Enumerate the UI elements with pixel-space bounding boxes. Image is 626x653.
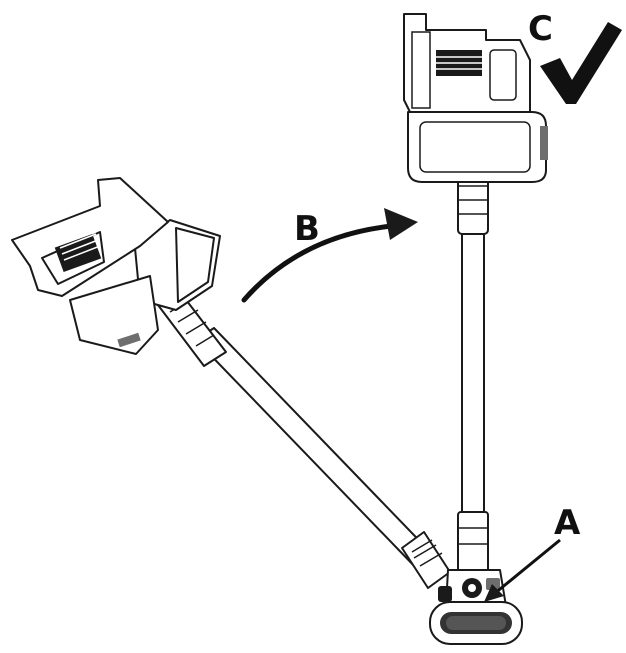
- floor-head: [429, 569, 523, 645]
- tilted-vacuum: [11, 177, 451, 589]
- callout-c: C: [528, 9, 553, 49]
- upright-grip-slots: [436, 50, 482, 76]
- callout-b: B: [294, 209, 320, 249]
- upright-motor-body: [407, 111, 547, 183]
- upright-wand: [461, 229, 485, 519]
- rotate-arrow: [241, 208, 418, 303]
- upright-vacuum: [403, 13, 548, 573]
- callout-a: A: [554, 503, 581, 543]
- upright-wand-collar: [457, 511, 489, 573]
- pointer-arrow: [484, 538, 561, 602]
- checkmark-icon: [540, 22, 622, 104]
- tilted-wand: [195, 327, 439, 573]
- tilted-dust-bin: [69, 275, 159, 355]
- tilted-grip-slots: [54, 233, 102, 273]
